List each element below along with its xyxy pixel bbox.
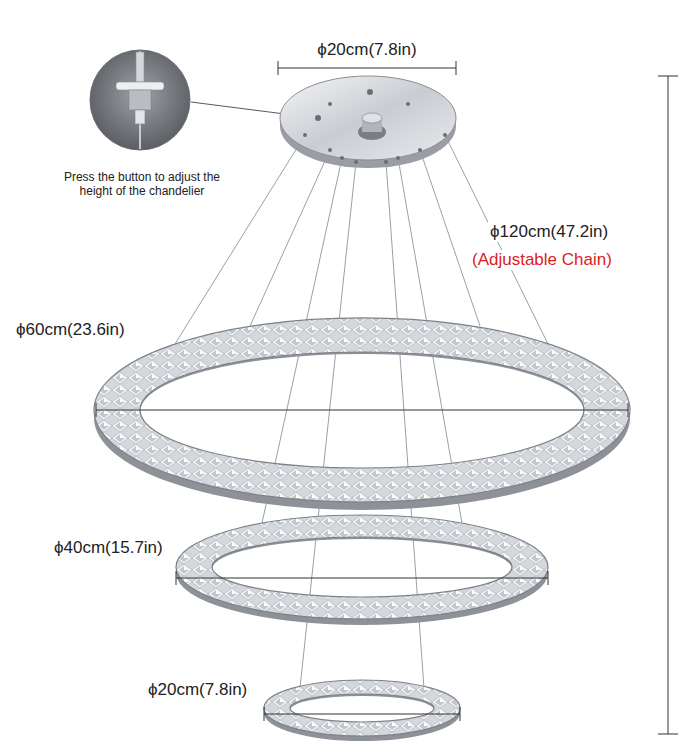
- button-inset: [90, 40, 190, 160]
- middle-ring: [176, 515, 548, 625]
- suspension-wires: [175, 135, 548, 688]
- dimension-label: ϕ120cm(47.2in): [488, 222, 610, 242]
- large-ring-dimension: [96, 403, 628, 417]
- dimension-label: ϕ20cm(7.8in): [315, 40, 418, 60]
- small-ring: [264, 680, 460, 741]
- dimension-label: ϕ40cm(15.7in): [52, 538, 165, 558]
- large-ring: [94, 318, 630, 510]
- canopy-dimension: [278, 61, 456, 75]
- ceiling-canopy: [280, 76, 456, 168]
- dimension-label: ϕ60cm(23.6in): [14, 320, 127, 340]
- note-text: (Adjustable Chain): [470, 250, 614, 270]
- note-text: Press the button to adjust the height of…: [45, 170, 239, 199]
- height-dimension: [658, 76, 678, 734]
- small-ring-dimension: [264, 707, 460, 721]
- dimension-label: ϕ20cm(7.8in): [146, 680, 249, 700]
- middle-ring-dimension: [176, 571, 548, 585]
